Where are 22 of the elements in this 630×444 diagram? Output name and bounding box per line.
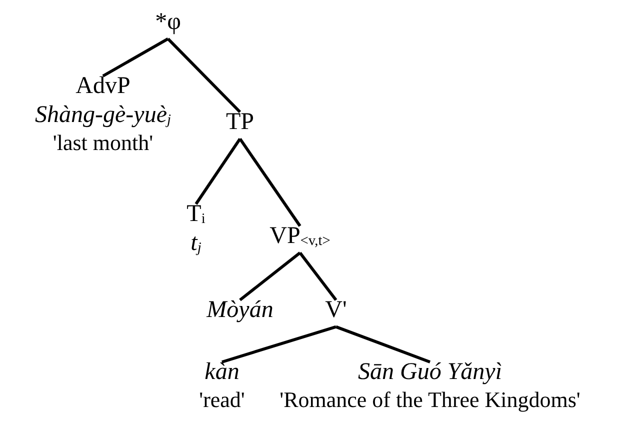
tree-branch — [102, 38, 169, 78]
tree-branch — [166, 38, 242, 114]
tree-branch — [239, 252, 301, 302]
category-label: T$_{i}$ — [186, 200, 206, 229]
tree-branch — [335, 325, 431, 364]
word-label: Mòyán — [206, 296, 274, 325]
gloss-label: 'last month' — [52, 130, 154, 156]
tree-branch — [194, 138, 242, 205]
tree-branch — [298, 252, 338, 301]
tree-branch — [238, 138, 302, 227]
category-label: V' — [325, 296, 347, 325]
trace-label: t$_{j}$ — [190, 228, 202, 258]
category-label: VP$_{<v,t>}$ — [270, 222, 330, 251]
category-label: TP — [226, 108, 254, 137]
word-label: Sān Guó Yǎnyì — [358, 358, 502, 387]
word-label: kàn — [204, 358, 240, 387]
tree-branch — [222, 325, 336, 364]
category-label: AdvP — [76, 72, 130, 101]
gloss-label: 'Romance of the Three Kingdoms' — [280, 386, 580, 414]
gloss-label: 'read' — [199, 386, 245, 414]
word-label: Shàng-gè-yuè$_{j}$ — [35, 100, 171, 130]
category-label: *φ — [155, 8, 181, 37]
